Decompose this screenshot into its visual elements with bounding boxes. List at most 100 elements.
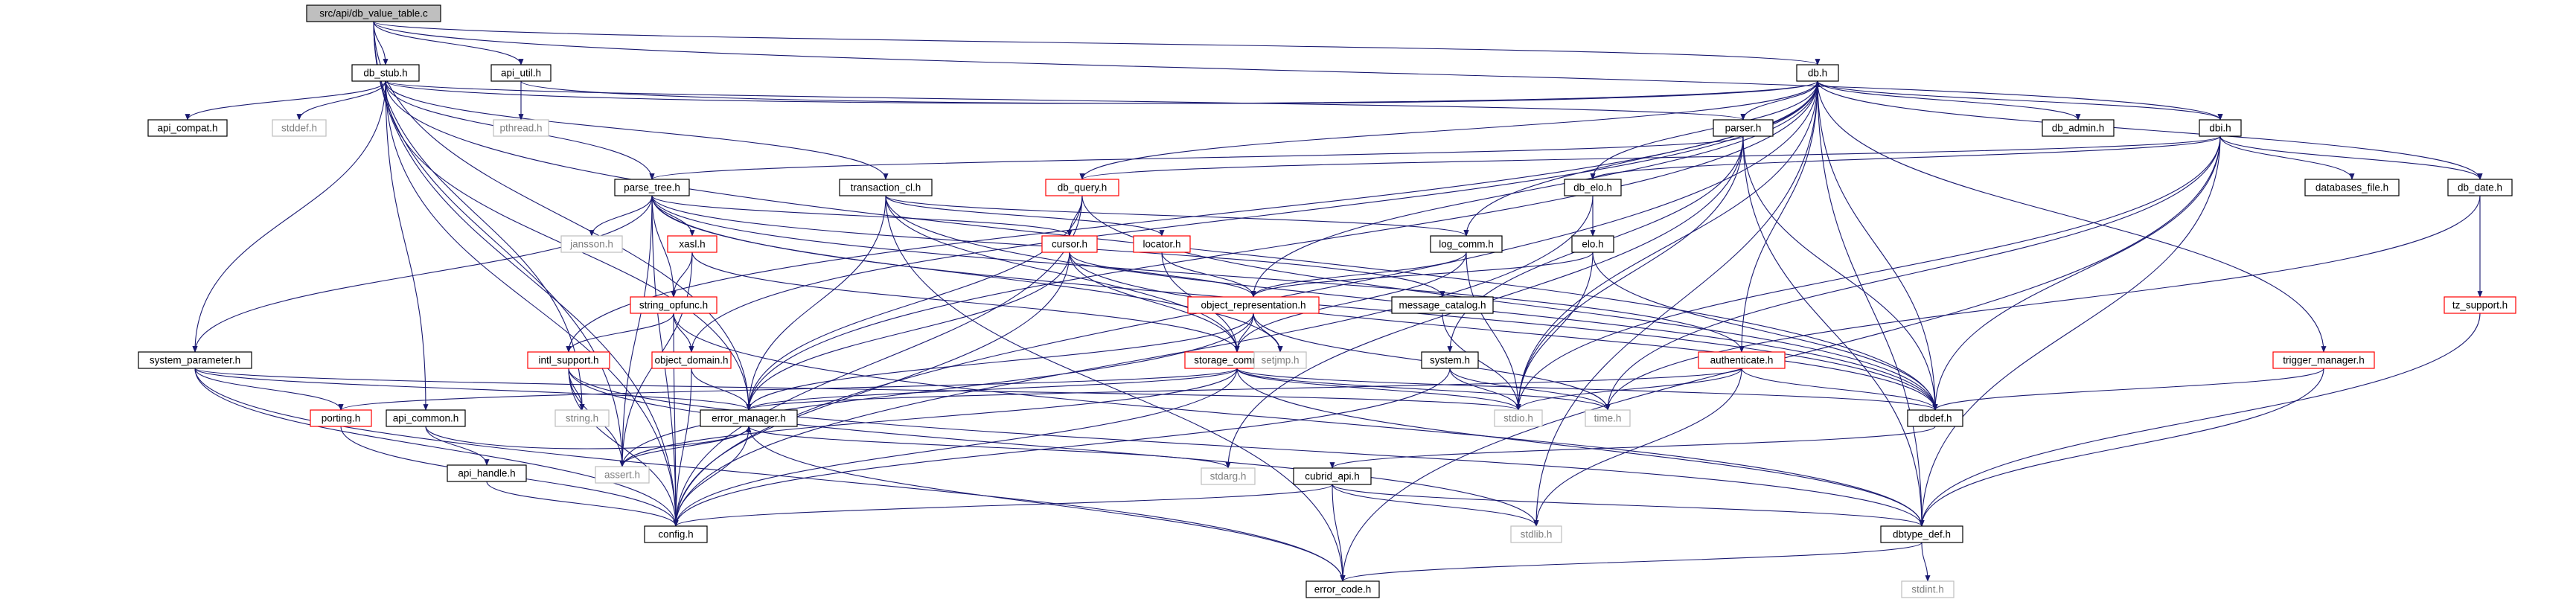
node-label: object_domain.h (654, 355, 728, 366)
node-label: intl_support.h (538, 355, 598, 366)
node-config[interactable]: config.h (644, 525, 708, 543)
node-error-code[interactable]: error_code.h (1305, 580, 1380, 598)
node-db[interactable]: db.h (1796, 64, 1839, 82)
node-elo[interactable]: elo.h (1571, 235, 1614, 253)
edge-dbi-to-db_date (2219, 135, 2483, 180)
node-label: db_admin.h (2052, 123, 2105, 134)
edge-db-to-parser (1740, 80, 1818, 121)
node-box (1201, 467, 1256, 485)
node-box (1585, 409, 1631, 427)
node-label: db.h (1808, 68, 1827, 79)
node-box (595, 466, 650, 484)
node-dbi[interactable]: dbi.h (2199, 119, 2242, 137)
node-box (2042, 119, 2115, 137)
edge-api_common-to-api_handle (425, 426, 490, 466)
edge-root-to-db (373, 21, 1820, 65)
edge-storage_common-to-assert (619, 368, 1238, 467)
edge-db_query-to-config (673, 195, 1083, 527)
node-api-compat[interactable]: api_compat.h (147, 119, 228, 137)
edge-db-to-db_date (1817, 80, 2483, 180)
node-porting[interactable]: porting.h (310, 409, 372, 427)
node-label: tz_support.h (2452, 300, 2508, 311)
node-setjmp: setjmp.h (1253, 351, 1307, 369)
edge-system-to-stdio (1449, 368, 1521, 411)
node-dbdef[interactable]: dbdef.h (1907, 409, 1963, 427)
edge-trigger_manager-to-dbdef (1932, 368, 2324, 411)
edge-parse_tree-to-xasl (651, 195, 695, 237)
edge-elo-to-stdio (1515, 252, 1594, 411)
node-label: authenticate.h (1710, 355, 1774, 366)
node-label: cursor.h (1052, 239, 1087, 250)
node-label: api_compat.h (157, 123, 217, 134)
node-db-query[interactable]: db_query.h (1045, 179, 1119, 196)
edge-root-to-assert (373, 21, 625, 467)
node-string: string.h (554, 409, 610, 427)
node-label: time.h (1594, 413, 1622, 424)
edge-root-to-error_manager (373, 21, 752, 411)
edge-storage_common-to-error_manager (746, 368, 1238, 411)
edge-system_parameter-to-config (194, 368, 679, 527)
edge-elo-to-dbdef (1592, 252, 1938, 411)
edge-storage_common-to-dbdef (1236, 368, 1938, 411)
edge-dbi-to-time (1605, 135, 2221, 411)
node-label: db_date.h (2458, 182, 2502, 193)
node-db-stub[interactable]: db_stub.h (351, 64, 420, 82)
node-box (2272, 351, 2375, 369)
node-system[interactable]: system.h (1421, 351, 1479, 369)
edge-error_manager-to-stdarg (748, 426, 1231, 469)
node-label: databases_file.h (2315, 182, 2388, 193)
edge-storage_common-to-dbtype_def (1236, 368, 1925, 527)
node-cubrid-api[interactable]: cubrid_api.h (1293, 467, 1372, 485)
node-label: cubrid_api.h (1305, 471, 1360, 482)
node-box (1713, 119, 1774, 137)
node-trigger-manager[interactable]: trigger_manager.h (2272, 351, 2375, 369)
edge-object_representation-to-assert (619, 313, 1254, 467)
node-parser[interactable]: parser.h (1713, 119, 1774, 137)
node-xasl[interactable]: xasl.h (667, 235, 717, 253)
node-intl-support[interactable]: intl_support.h (527, 351, 610, 369)
node-box (351, 64, 420, 82)
node-message-catalog[interactable]: message_catalog.h (1391, 296, 1494, 314)
node-system-parameter[interactable]: system_parameter.h (138, 351, 252, 369)
node-parse-tree[interactable]: parse_tree.h (614, 179, 690, 196)
edge-transaction_cl-to-error_code (885, 195, 1346, 582)
edge-system_parameter-to-error_manager (194, 368, 752, 411)
edge-storage_common-to-porting (338, 368, 1238, 411)
node-locator[interactable]: locator.h (1133, 235, 1191, 253)
node-dbtype-def[interactable]: dbtype_def.h (1880, 525, 1963, 543)
node-api-handle[interactable]: api_handle.h (447, 464, 527, 482)
edge-cubrid_api-to-dbtype_def (1332, 484, 1925, 527)
node-string-opfunc[interactable]: string_opfunc.h (630, 296, 717, 314)
node-box (560, 235, 623, 253)
node-box (2199, 119, 2242, 137)
node-db-elo[interactable]: db_elo.h (1564, 179, 1622, 196)
edge-system-to-config (673, 368, 1451, 527)
node-authenticate[interactable]: authenticate.h (1698, 351, 1786, 369)
edge-parser-to-dbdef (1742, 135, 1938, 411)
node-object-representation[interactable]: object_representation.h (1187, 296, 1320, 314)
node-databases-file[interactable]: databases_file.h (2304, 179, 2400, 196)
node-log-comm[interactable]: log_comm.h (1430, 235, 1503, 253)
node-db-admin[interactable]: db_admin.h (2042, 119, 2115, 137)
node-label: setjmp.h (1261, 355, 1299, 366)
edge-db_stub-to-transaction_cl (385, 80, 889, 180)
node-time: time.h (1585, 409, 1631, 427)
node-db-date[interactable]: db_date.h (2447, 179, 2513, 196)
edge-system_parameter-to-porting (194, 368, 344, 411)
edge-db_date-to-time (1605, 195, 2481, 411)
node-error-manager[interactable]: error_manager.h (700, 409, 798, 427)
node-transaction-cl[interactable]: transaction_cl.h (839, 179, 933, 196)
node-api-common[interactable]: api_common.h (386, 409, 466, 427)
edge-parser-to-stdio (1515, 135, 1744, 411)
node-box (1494, 409, 1543, 427)
node-tz-support[interactable]: tz_support.h (2444, 296, 2516, 314)
node-object-domain[interactable]: object_domain.h (651, 351, 732, 369)
node-cursor[interactable]: cursor.h (1041, 235, 1098, 253)
edge-intl_support-to-stdlib (568, 368, 1539, 527)
edge-string_opfunc-to-dbtype_def (673, 313, 1925, 527)
node-label: jansson.h (569, 239, 613, 250)
edge-db-to-log_comm (1463, 80, 1818, 237)
edge-root-to-dbi (373, 21, 2223, 121)
node-api-util[interactable]: api_util.h (490, 64, 552, 82)
